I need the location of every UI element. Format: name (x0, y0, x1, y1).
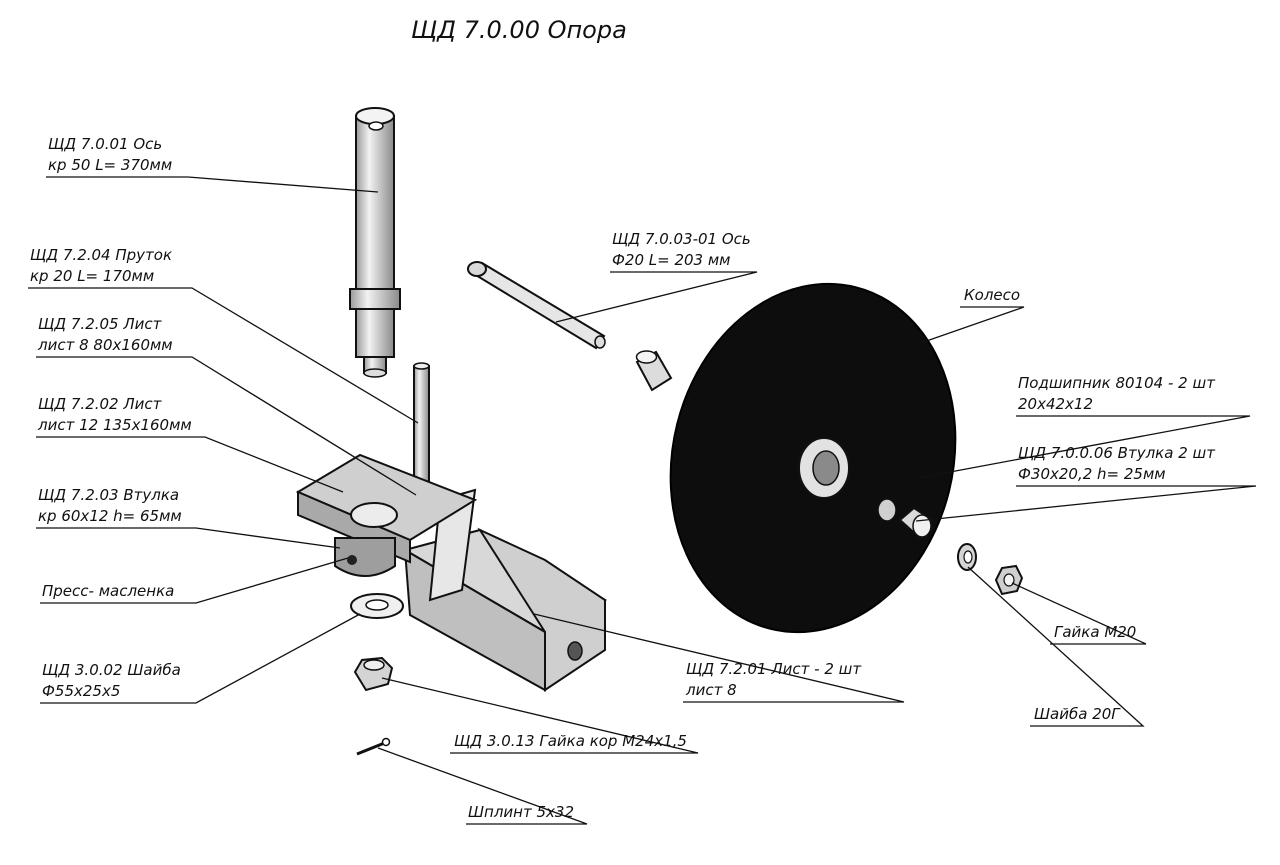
wheel (669, 282, 957, 634)
label-bushing006-spec: Ф30х20,2 h= 25мм (1018, 465, 1166, 483)
callout-labels: ЩД 7.0.01 Ось кр 50 L= 370мм ЩД 7.2.04 П… (30, 135, 1216, 821)
label-washer-20g: Шайба 20Г (1034, 705, 1121, 723)
rod (413, 362, 430, 491)
washer-302 (350, 593, 404, 619)
label-wheel: Колесо (964, 286, 1020, 304)
main-axle (349, 107, 401, 378)
label-grease-fitting: Пресс- масленка (42, 582, 174, 600)
label-sheet201-spec: лист 8 (685, 681, 737, 699)
diagram-title: ЩД 7.0.00 Опора (411, 16, 627, 44)
label-bushing203-spec: кр 60х12 h= 65мм (38, 507, 182, 525)
label-castle-nut: ЩД 3.0.13 Гайка кор М24х1,5 (454, 732, 687, 750)
label-sheet202-spec: лист 12 135х160мм (37, 416, 192, 434)
label-wheel-axle-code: ЩД 7.0.03-01 Ось (612, 230, 751, 248)
label-rod-spec: кр 20 L= 170мм (30, 267, 154, 285)
spacer-bushing (635, 350, 673, 392)
bracket-assembly (295, 453, 608, 692)
label-wheel-axle-spec: Ф20 L= 203 мм (612, 251, 731, 269)
label-sheet205-code: ЩД 7.2.05 Лист (38, 315, 163, 333)
castle-nut (353, 656, 394, 692)
wheel-axle (467, 261, 606, 350)
label-nut-m20: Гайка М20 (1054, 623, 1136, 641)
label-main-axle-spec: кр 50 L= 370мм (48, 156, 172, 174)
label-rod-code: ЩД 7.2.04 Пруток (30, 246, 172, 264)
cotter-pin (356, 737, 391, 756)
label-sheet205-spec: лист 8 80х160мм (37, 336, 173, 354)
label-sheet201-code: ЩД 7.2.01 Лист - 2 шт (686, 660, 862, 678)
label-washer302-code: ЩД 3.0.02 Шайба (42, 661, 181, 679)
label-washer302-spec: Ф55х25х5 (42, 682, 120, 700)
label-cotter-pin: Шплинт 5х32 (468, 803, 574, 821)
label-bearing-spec: 20х42х12 (1018, 395, 1093, 413)
label-bearing-code: Подшипник 80104 - 2 шт (1018, 374, 1216, 392)
leader-lines (28, 176, 1257, 825)
washer-20g (957, 543, 977, 571)
nut-m20 (994, 564, 1024, 596)
label-sheet202-code: ЩД 7.2.02 Лист (38, 395, 163, 413)
label-bushing203-code: ЩД 7.2.03 Втулка (38, 486, 179, 504)
label-main-axle-code: ЩД 7.0.01 Ось (48, 135, 162, 153)
label-bushing006-code: ЩД 7.0.0.06 Втулка 2 шт (1018, 444, 1216, 462)
